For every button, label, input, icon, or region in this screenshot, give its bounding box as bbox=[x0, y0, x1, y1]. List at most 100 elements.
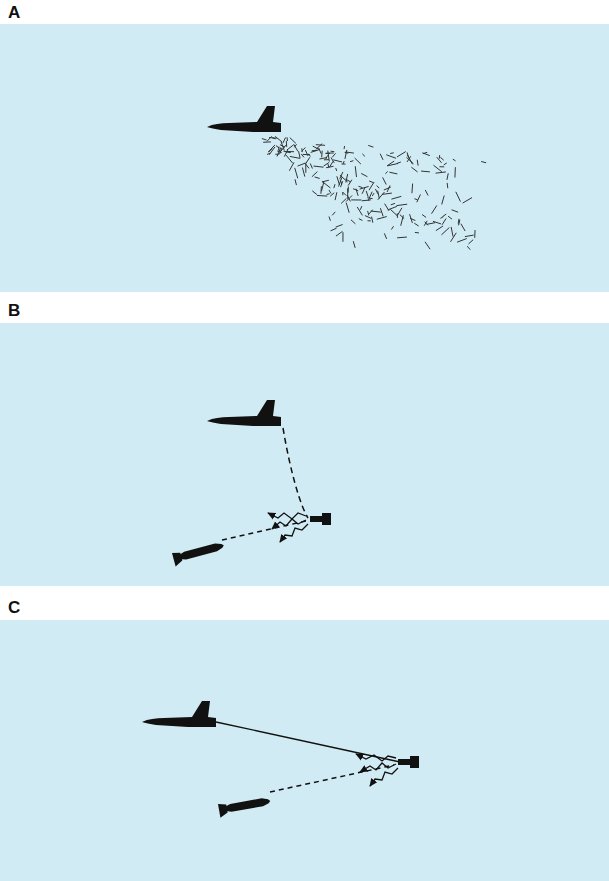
chaff-strip bbox=[330, 193, 334, 197]
chaff-strip bbox=[321, 151, 323, 158]
chaff-strip bbox=[397, 237, 407, 239]
chaff-strip bbox=[341, 198, 346, 203]
chaff-strip bbox=[375, 189, 378, 194]
chaff-strip bbox=[294, 144, 296, 147]
chaff-strip bbox=[369, 182, 374, 190]
chaff-strip bbox=[458, 219, 460, 224]
chaff-strip bbox=[384, 187, 391, 190]
chaff-strip bbox=[343, 161, 344, 164]
chaff-strip bbox=[456, 192, 461, 202]
chaff-strip bbox=[295, 179, 296, 185]
chaff-strip bbox=[355, 158, 361, 164]
chaff-strip bbox=[328, 164, 330, 167]
chaff-strip bbox=[451, 233, 457, 242]
chaff-strip bbox=[342, 192, 343, 195]
chaff-strip bbox=[286, 151, 291, 153]
chaff-strip bbox=[436, 226, 443, 231]
jamming-signal bbox=[356, 754, 396, 761]
chaff-strip bbox=[465, 235, 474, 237]
chaff-strip bbox=[414, 199, 417, 200]
chaff-strip bbox=[301, 154, 304, 157]
chaff-strip bbox=[312, 191, 317, 195]
chaff-strip bbox=[366, 191, 368, 197]
aircraft bbox=[142, 701, 216, 727]
chaff-strip bbox=[432, 205, 437, 213]
chaff-strip bbox=[332, 153, 335, 157]
chaff-strip bbox=[345, 150, 347, 159]
chaff-strip bbox=[425, 222, 428, 226]
chaff-strip bbox=[377, 186, 379, 189]
chaff-strip bbox=[351, 199, 361, 200]
chaff-strip bbox=[353, 241, 355, 248]
chaff-strip bbox=[396, 204, 407, 205]
chaff-strip bbox=[340, 181, 342, 187]
chaff-strip bbox=[327, 193, 330, 195]
chaff-strip bbox=[329, 161, 333, 167]
chaff-strip bbox=[391, 196, 401, 199]
chaff-strip bbox=[467, 246, 470, 250]
chaff-strip bbox=[289, 162, 294, 170]
chaff-strip bbox=[415, 232, 419, 233]
chaff-strip bbox=[342, 232, 343, 242]
chaff-strip bbox=[355, 166, 356, 177]
jamming-signal bbox=[370, 768, 398, 786]
chaff-strip bbox=[325, 153, 330, 154]
chaff-strip bbox=[457, 239, 467, 243]
panel-letter: C bbox=[8, 599, 20, 616]
chaff-strip bbox=[401, 215, 404, 225]
chaff-strip bbox=[390, 209, 397, 216]
chaff-strip bbox=[333, 160, 342, 162]
chaff-strip bbox=[310, 163, 312, 168]
sky-panel bbox=[0, 24, 609, 292]
chaff-strip bbox=[410, 214, 413, 223]
chaff-strip bbox=[342, 164, 346, 165]
chaff-strip bbox=[351, 220, 355, 224]
chaff-strip bbox=[268, 145, 275, 152]
chaff-strip bbox=[407, 155, 412, 164]
chaff-strip bbox=[346, 203, 349, 213]
chaff-strip bbox=[278, 147, 279, 151]
chaff-strip bbox=[436, 172, 446, 173]
chaff-strip bbox=[411, 184, 413, 194]
chaff-strip bbox=[275, 136, 282, 141]
missile bbox=[218, 795, 272, 818]
chaff-strip bbox=[362, 187, 365, 193]
missile bbox=[172, 540, 226, 567]
sky-panel bbox=[0, 323, 609, 586]
chaff-strip bbox=[378, 191, 380, 199]
chaff-strip bbox=[382, 193, 392, 194]
chaff-strip bbox=[411, 167, 417, 172]
chaff-strip bbox=[329, 190, 331, 194]
chaff-strip bbox=[313, 146, 319, 149]
chaff-strip bbox=[368, 210, 373, 215]
chaff-strip bbox=[334, 184, 335, 188]
chaff-strip bbox=[290, 156, 300, 158]
chaff-strip bbox=[417, 194, 421, 202]
chaff-strip bbox=[335, 192, 337, 200]
chaff-strip bbox=[439, 155, 440, 158]
chaff-strip bbox=[332, 212, 335, 216]
chaff-strip bbox=[361, 173, 367, 176]
chaff-strip bbox=[365, 216, 371, 219]
chaff-strip bbox=[440, 157, 443, 160]
chaff-strip bbox=[454, 167, 455, 177]
chaff-strip bbox=[442, 196, 445, 205]
chaff-strip bbox=[347, 188, 348, 199]
chaff-strip bbox=[362, 199, 371, 201]
chaff-strip bbox=[461, 224, 465, 231]
chaff-strip bbox=[433, 165, 441, 172]
chaff-strip bbox=[344, 146, 346, 149]
chaff-strip bbox=[447, 173, 448, 180]
chaff-strip bbox=[357, 207, 362, 215]
chaff-strip bbox=[441, 228, 449, 235]
chaff-strip bbox=[287, 145, 294, 150]
chaff-strip bbox=[422, 215, 426, 218]
chaff-strip bbox=[421, 171, 430, 173]
chaff-strip bbox=[312, 172, 317, 177]
chaff-strip bbox=[287, 137, 288, 141]
chaff-strip bbox=[281, 142, 284, 151]
chaff-strip bbox=[359, 219, 363, 221]
chaff-strip bbox=[371, 211, 381, 212]
sky-panel bbox=[0, 620, 609, 881]
